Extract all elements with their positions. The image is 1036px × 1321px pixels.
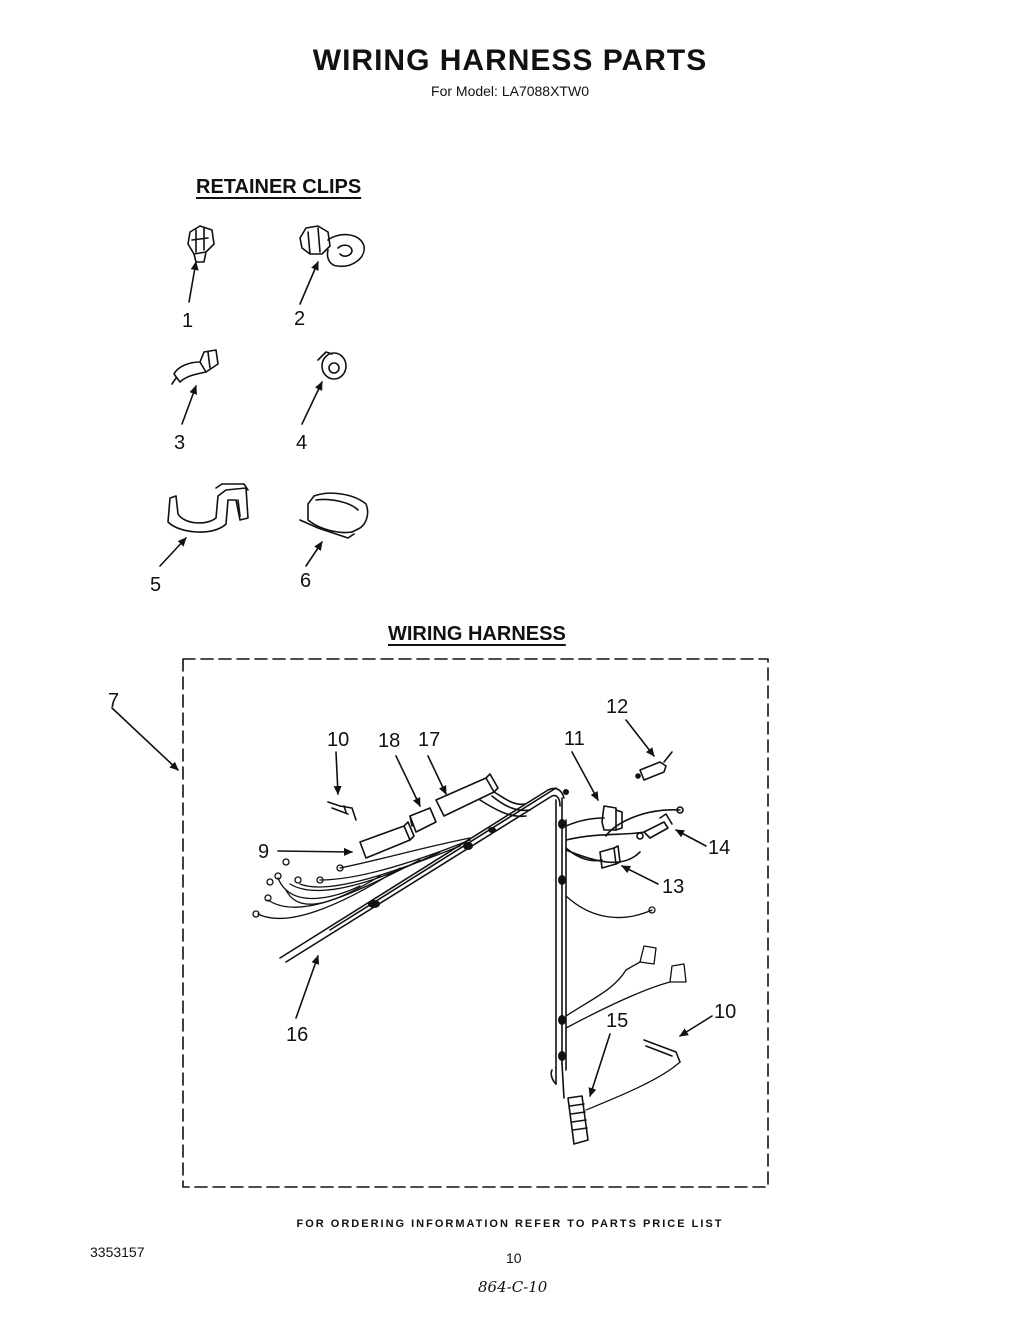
callout-15: 15 (606, 1010, 629, 1032)
retainer-clip-3 (171, 349, 219, 385)
callout-5: 5 (150, 574, 162, 596)
connector-11 (565, 805, 623, 831)
leader-3 (181, 385, 197, 425)
callout-16: 16 (286, 1024, 309, 1046)
callout-18: 18 (378, 730, 401, 752)
retainer-clip-6 (299, 492, 369, 539)
leader-6 (305, 541, 323, 567)
connector-17 (435, 773, 531, 818)
retainer-clip-5 (167, 483, 249, 533)
callout-6: 6 (300, 570, 312, 592)
leader-12 (625, 719, 655, 757)
handwritten-note: 864-C-10 (478, 1278, 548, 1296)
leader-9 (277, 847, 353, 856)
leader-11 (571, 751, 599, 801)
leader-15 (588, 1033, 611, 1097)
leader-7 (111, 707, 179, 771)
retainer-clips-heading: RETAINER CLIPS (196, 176, 362, 198)
retainer-clip-2 (299, 225, 365, 268)
connector-15 (550, 1063, 589, 1145)
callout-4: 4 (296, 432, 308, 454)
connector-9 (359, 821, 415, 859)
harness-right-wires (565, 895, 687, 1029)
harness-main-trunk (279, 787, 565, 963)
ordering-note: FOR ORDERING INFORMATION REFER TO PARTS … (296, 1218, 724, 1230)
callout-1: 1 (182, 310, 194, 332)
callout-3: 3 (174, 432, 186, 454)
leader-13 (621, 865, 659, 885)
callout-13: 13 (662, 876, 685, 898)
harness-vertical-trunk (555, 797, 567, 1071)
leader-17 (427, 755, 447, 795)
leader-16 (295, 955, 320, 1019)
harness-branch-wires (252, 837, 471, 919)
leader-1 (188, 261, 199, 303)
retainer-clip-4 (317, 351, 347, 380)
callout-2: 2 (294, 308, 306, 330)
connector-13 (565, 845, 621, 869)
terminal-14 (565, 806, 684, 864)
callout-10-bottom: 10 (714, 1001, 737, 1023)
page-number: 10 (506, 1250, 522, 1266)
leader-14 (675, 829, 707, 847)
callout-10-top: 10 (327, 729, 350, 751)
callout-11: 11 (564, 728, 585, 750)
leader-10-bottom (679, 1015, 713, 1037)
terminal-10-bottom (585, 1039, 681, 1111)
leader-5 (159, 537, 187, 567)
terminal-12 (635, 751, 673, 781)
retainer-clip-1 (187, 225, 215, 263)
callout-14: 14 (708, 837, 731, 859)
page-title: WIRING HARNESS PARTS (312, 44, 708, 77)
terminal-10-top (327, 801, 357, 821)
callout-12: 12 (606, 696, 629, 718)
callout-7: 7 (108, 690, 120, 712)
connector-18 (409, 807, 437, 833)
leader-10-top (333, 751, 342, 795)
callout-9: 9 (258, 841, 270, 863)
leader-18 (395, 755, 421, 807)
callout-17: 17 (418, 729, 441, 751)
leader-2 (299, 261, 319, 305)
model-subtitle: For Model: LA7088XTW0 (431, 83, 589, 99)
wiring-harness-heading: WIRING HARNESS (388, 623, 566, 645)
leader-4 (301, 381, 323, 425)
document-number: 3353157 (90, 1244, 145, 1260)
harness-frame (182, 658, 769, 1188)
